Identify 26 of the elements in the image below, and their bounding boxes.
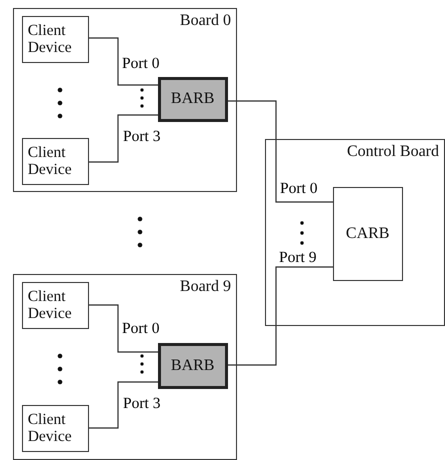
board-label: Control Board (347, 143, 439, 161)
device-label: Client Device (28, 144, 73, 178)
device-label: Client Device (28, 22, 73, 56)
board-frame (13, 8, 237, 192)
arbiter-label: CARB (346, 224, 390, 243)
board-label: Board 9 (180, 278, 231, 296)
device-label: Client Device (28, 288, 73, 322)
arbiter-label: BARB (170, 356, 214, 375)
connector-line (228, 266, 333, 366)
device-box (22, 16, 89, 63)
connector-line (89, 114, 158, 163)
board-frame (265, 139, 445, 326)
arbiter-box (332, 186, 403, 281)
arbiter-label: BARB (170, 90, 214, 108)
board-frame (13, 274, 237, 460)
arbiter-box (158, 342, 228, 389)
connector-line (228, 100, 333, 203)
device-box (22, 282, 89, 329)
device-label: Client Device (28, 411, 73, 446)
connector-line (89, 304, 158, 353)
device-box (22, 138, 89, 185)
connector-line (89, 37, 158, 86)
connector-line (89, 381, 158, 429)
arbiter-box (158, 76, 228, 122)
device-box (22, 404, 89, 452)
board-label: Board 0 (180, 12, 231, 30)
